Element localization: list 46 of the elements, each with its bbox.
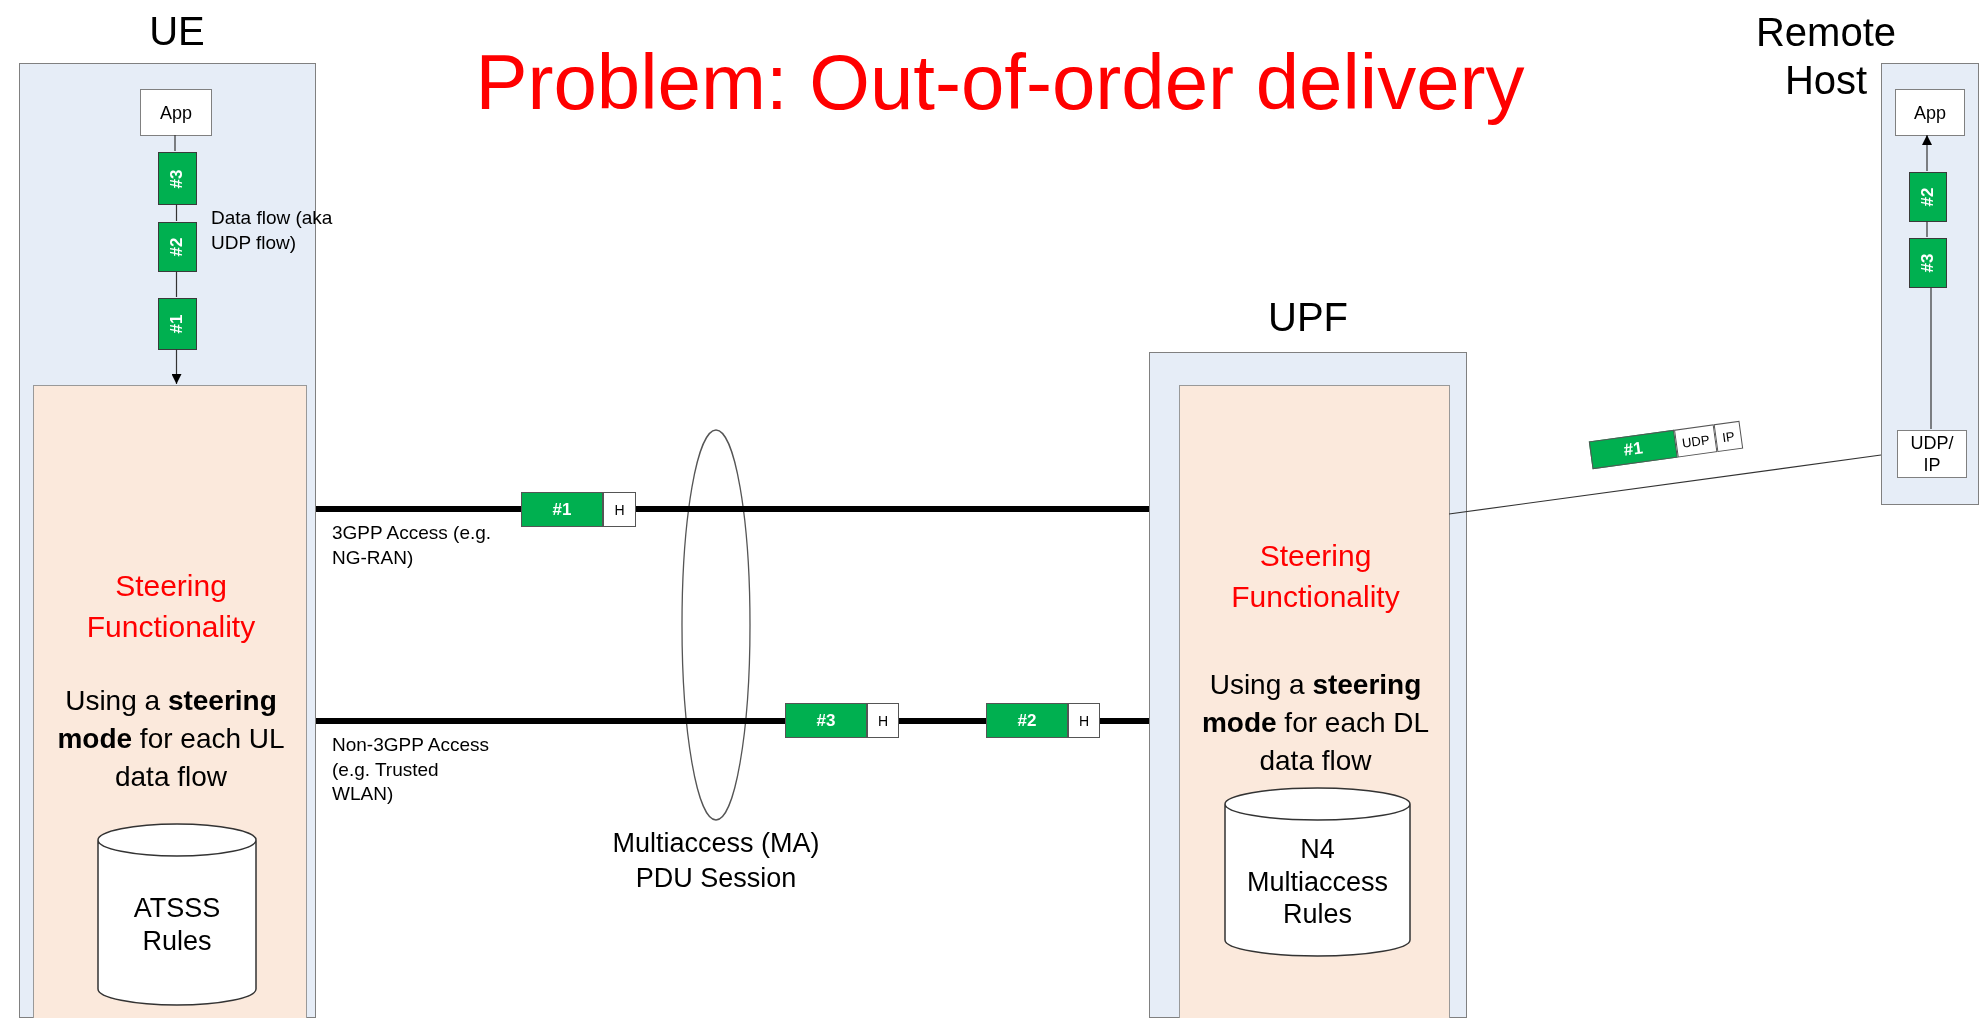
packet-block: #2 [158,222,197,272]
panel-text: Using a steering mode for each UL data flow [56,684,286,794]
cylinder-label: N4 Multiaccess Rules [1245,833,1389,932]
packet-header: H [1068,703,1100,738]
connector-line [1930,286,1932,430]
packet-header: H [603,492,636,527]
packet-payload: #2 [986,703,1068,738]
connector-line [899,718,986,724]
packet-block: #2 [1909,172,1947,222]
connector-line [316,506,521,512]
node-title: UE [148,8,206,55]
packet-payload: #1 [1588,429,1678,470]
packet-header: UDP [1674,424,1718,458]
node-title: UPF [1267,294,1349,341]
packet-block: #3 [158,152,197,205]
connector-line [636,506,1149,512]
arrow [1922,134,1932,172]
diagram-title: Problem: Out-of-order delivery [474,40,1526,126]
packet-header: IP [1713,420,1744,453]
database-cylinder [1224,787,1411,957]
note-text: Multiaccess (MA) PDU Session [611,827,821,896]
database-cylinder [97,823,257,1006]
panel-text: Using a steering mode for each DL data flow [1200,668,1431,778]
connector-line [1926,220,1928,238]
panel-heading: Steering Functionality [85,568,257,645]
protocol-box: UDP/ IP [1897,430,1967,478]
packet-payload: #3 [785,703,867,738]
packet-block: #1 [158,298,197,350]
protocol-box: App [1895,89,1965,136]
protocol-box: App [140,89,212,136]
arrow [171,348,182,385]
function-panel [33,385,307,1018]
packet-header: H [867,703,899,738]
cylinder-label: ATSSS Rules [132,892,222,958]
panel-heading: Steering Functionality [1230,538,1401,615]
connector-line [316,718,785,724]
note-text: Data flow (aka UDP flow) [211,206,334,255]
connector-line [1448,454,1882,515]
packet-block: #3 [1909,238,1947,288]
packet-payload: #1 [521,492,603,527]
connector-line [1100,718,1149,724]
node-title: Remote Host [1754,9,1898,104]
connector-line [175,203,178,222]
connector-line [175,270,178,298]
function-panel [1179,385,1450,1018]
connector-line [174,134,176,152]
